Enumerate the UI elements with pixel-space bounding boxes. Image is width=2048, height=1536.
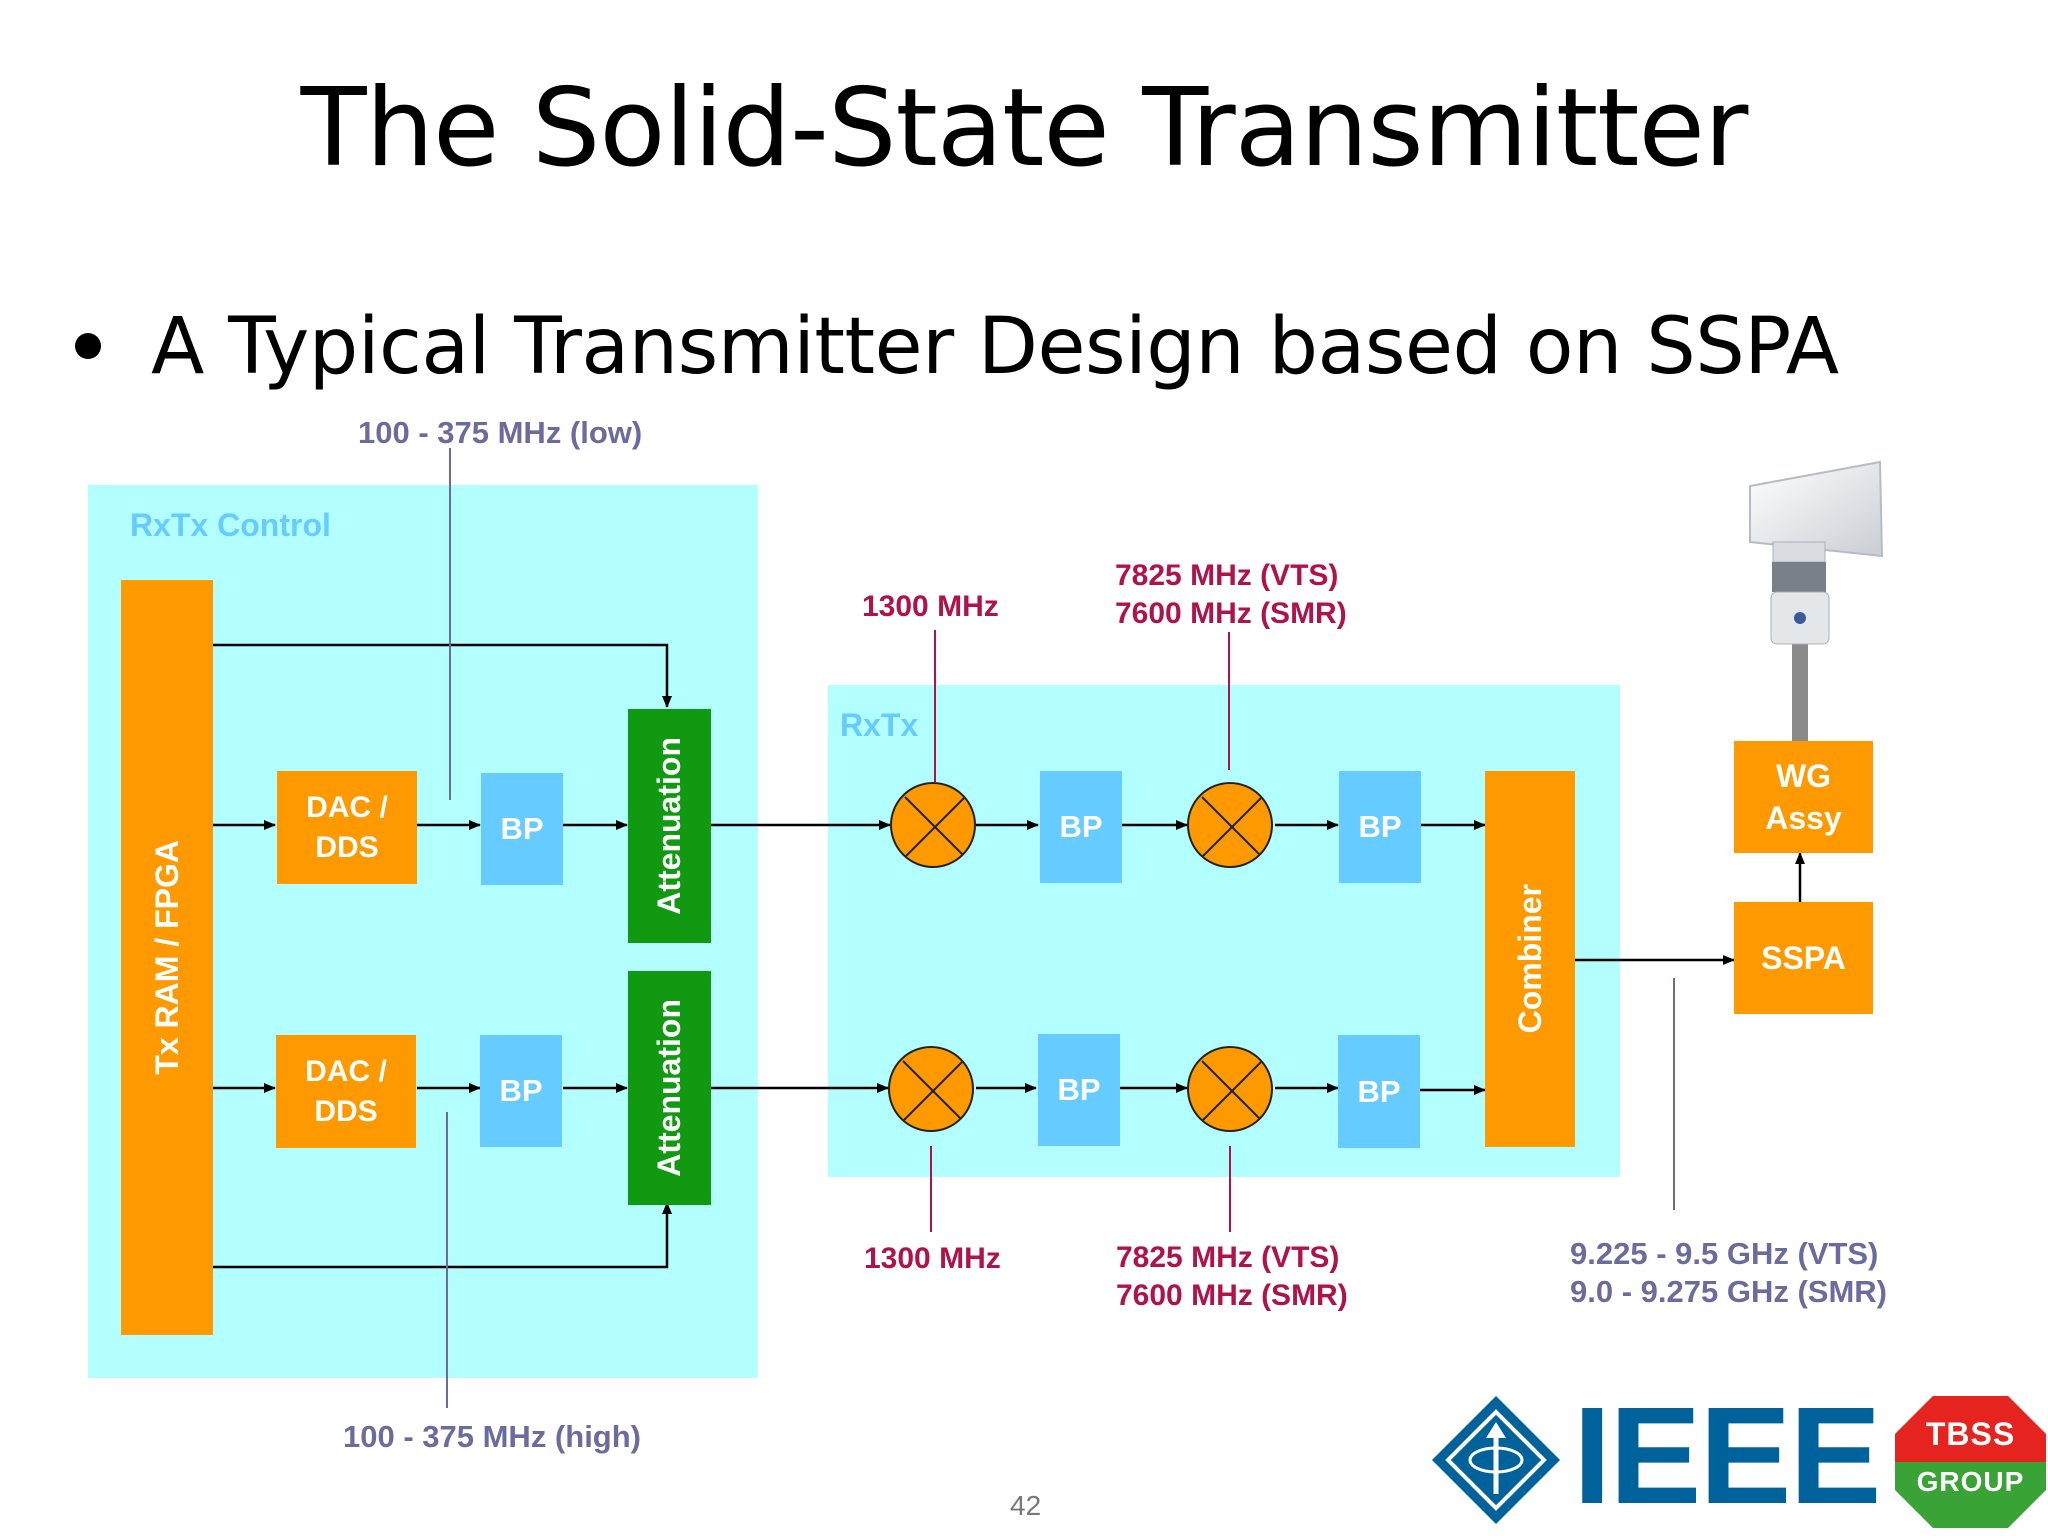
lo1-bottom-label: 1300 MHz <box>864 1242 1001 1275</box>
mixer-2-bottom-icon <box>1187 1046 1273 1132</box>
bullet-text: A Typical Transmitter Design based on SS… <box>151 302 1839 392</box>
rxtx-control-label: RxTx Control <box>130 507 331 543</box>
attenuation-top-block: Attenuation <box>628 709 711 943</box>
lo2-top-line2: 7600 MHz (SMR) <box>1115 597 1347 630</box>
antenna-icon <box>1740 456 1890 646</box>
mixer-1-top-icon <box>890 782 976 868</box>
page-number: 42 <box>1010 1490 1042 1521</box>
lo2-bottom-line2: 7600 MHz (SMR) <box>1116 1279 1348 1312</box>
tbss-group-logo: TBSS GROUP <box>1893 1394 2048 1530</box>
bullet-item: A Typical Transmitter Design based on SS… <box>75 308 1839 386</box>
tbss-line1: TBSS <box>1925 1416 2016 1452</box>
combiner-block: Combiner <box>1485 771 1575 1147</box>
bp-3-bottom-block: BP <box>1338 1035 1420 1148</box>
ieee-wordmark: IEEE <box>1573 1379 1881 1533</box>
ieee-logo: IEEE <box>1428 1386 1884 1528</box>
lo2-top-line1: 7825 MHz (VTS) <box>1115 559 1339 592</box>
wg-assy-block: WG Assy <box>1734 741 1873 853</box>
mixer-1-bottom-icon <box>888 1046 974 1132</box>
bullet-dot <box>75 332 101 359</box>
bp-2-bottom-block: BP <box>1038 1034 1120 1146</box>
lo2-bottom-label: 7825 MHz (VTS) 7600 MHz (SMR) <box>1116 1239 1348 1315</box>
tbss-line2: GROUP <box>1916 1466 2025 1497</box>
attenuation-bottom-block: Attenuation <box>628 971 711 1205</box>
lo2-bottom-line1: 7825 MHz (VTS) <box>1116 1241 1340 1274</box>
clock-low-label: 100 - 375 MHz (low) <box>358 415 643 450</box>
lo1-top-label: 1300 MHz <box>862 590 999 623</box>
lo2-top-label: 7825 MHz (VTS) 7600 MHz (SMR) <box>1115 557 1347 633</box>
dac-dds-bottom-label: DAC / DDS <box>305 1054 387 1128</box>
slide-title: The Solid-State Transmitter <box>300 66 1749 191</box>
bp-1-top-block: BP <box>481 773 563 885</box>
wg-assy-label: WG Assy <box>1765 758 1842 836</box>
ieee-diamond-icon <box>1432 1396 1560 1524</box>
output-line1: 9.225 - 9.5 GHz (VTS) <box>1570 1236 1879 1271</box>
output-line2: 9.0 - 9.275 GHz (SMR) <box>1570 1274 1887 1309</box>
output-frequency-label: 9.225 - 9.5 GHz (VTS) 9.0 - 9.275 GHz (S… <box>1570 1235 1887 1311</box>
rxtx-label: RxTx <box>840 707 919 743</box>
sspa-block: SSPA <box>1734 902 1873 1014</box>
attenuation-top-label: Attenuation <box>651 737 687 915</box>
tbss-octagon-icon <box>1895 1396 2046 1528</box>
mixer-2-top-icon <box>1187 782 1273 868</box>
dac-dds-top-label: DAC / DDS <box>306 790 388 864</box>
bp-1-bottom-block: BP <box>480 1035 562 1147</box>
tx-ram-fpga-label: Tx RAM / FPGA <box>148 840 185 1075</box>
bp-2-top-block: BP <box>1040 771 1122 883</box>
bp-3-top-block: BP <box>1339 771 1421 883</box>
dac-dds-bottom-block: DAC / DDS <box>276 1035 416 1148</box>
tx-ram-fpga-block: Tx RAM / FPGA <box>121 580 213 1335</box>
combiner-label: Combiner <box>1511 884 1548 1034</box>
dac-dds-top-block: DAC / DDS <box>277 771 417 884</box>
attenuation-bottom-label: Attenuation <box>651 999 687 1177</box>
clock-high-label: 100 - 375 MHz (high) <box>343 1419 641 1454</box>
